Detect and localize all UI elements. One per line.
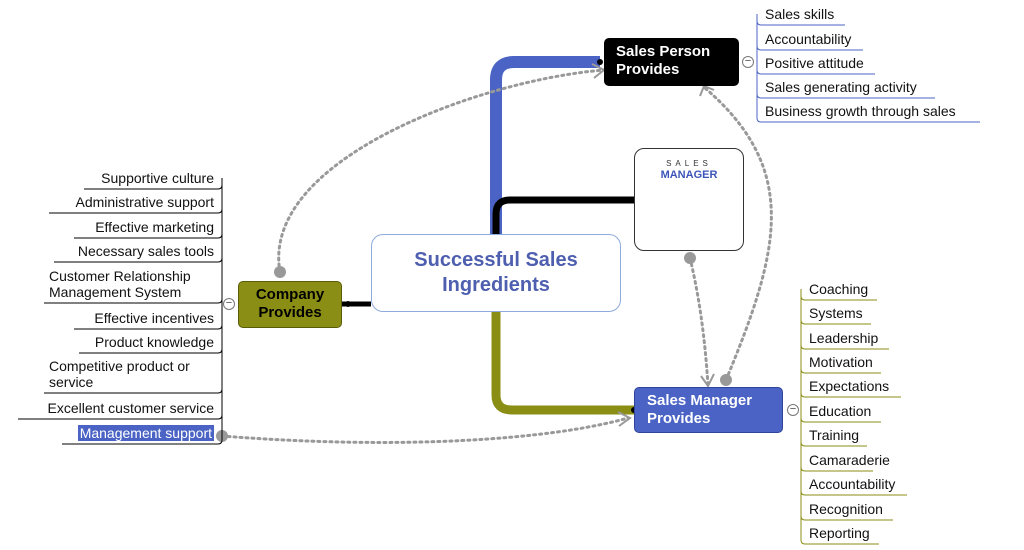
subtopic-item[interactable]: Accountability [809,476,896,492]
subtopic-item[interactable]: Sales skills [765,6,835,22]
subtopic-item[interactable]: Accountability [765,31,852,47]
relationship-management-support-to-salesmanager [220,416,630,444]
branch-sales-person [490,56,600,234]
collapse-toggle-sales-person[interactable]: − [742,56,754,68]
subtopic-connector [800,534,879,545]
subtopic-item[interactable]: Systems [809,305,863,321]
logo-text-sales: SALES [666,159,712,168]
subtopic-item[interactable]: Positive attitude [765,55,864,71]
subtopic-item[interactable]: Education [809,403,872,419]
topic-sales-person[interactable]: Sales Person Provides [604,38,739,86]
subtopic-connector [756,112,980,123]
topic-sales-manager[interactable]: Sales Manager Provides [634,387,783,433]
subtopic-item[interactable]: Product knowledge [94,334,214,350]
subtopic-item[interactable]: Effective marketing [95,219,214,235]
subtopic-item[interactable]: Sales generating activity [765,79,917,95]
collapse-toggle-company[interactable]: − [223,298,235,310]
branch-sales-manager [491,312,634,415]
relationship-company-to-salesperson [277,68,606,274]
subtopic-item[interactable]: Reporting [809,525,870,541]
subtopic-item[interactable]: Recognition [809,501,883,517]
subtopic-item[interactable]: Customer Relationship Management System [49,268,191,300]
sales-manager-now-logo[interactable]: SALES MANAGER now [634,148,744,251]
topic-company[interactable]: Company Provides [238,281,342,328]
subtopic-item[interactable]: Supportive culture [101,170,214,186]
collapse-toggle-sales-manager[interactable]: − [787,404,799,416]
relationship-logo-to-salesmanager [688,256,710,387]
subtopic-item[interactable]: Camaraderie [809,452,890,468]
subtopic-item[interactable]: Competitive product or service [49,358,190,390]
logo-text-manager: MANAGER [660,169,718,181]
subtopic-item[interactable]: Motivation [809,354,873,370]
subtopic-item[interactable]: Leadership [809,330,879,346]
central-topic[interactable]: Successful Sales Ingredients [371,234,621,312]
subtopic-item[interactable]: Expectations [809,378,890,394]
subtopic-connector [62,434,223,445]
subtopic-item[interactable]: Effective incentives [94,310,214,326]
subtopic-item[interactable]: Excellent customer service [47,400,214,416]
subtopic-item[interactable]: Coaching [809,281,869,297]
subtopic-item[interactable]: Management support [77,425,214,441]
subtopic-item[interactable]: Administrative support [75,194,214,210]
branch-logo [492,196,634,234]
logo-text-now: now [706,182,721,191]
subtopic-item[interactable]: Business growth through sales [765,103,956,119]
relationship-salesmanager-to-salesperson [703,86,773,382]
subtopic-item[interactable]: Necessary sales tools [77,243,214,259]
subtopic-item[interactable]: Training [809,427,860,443]
